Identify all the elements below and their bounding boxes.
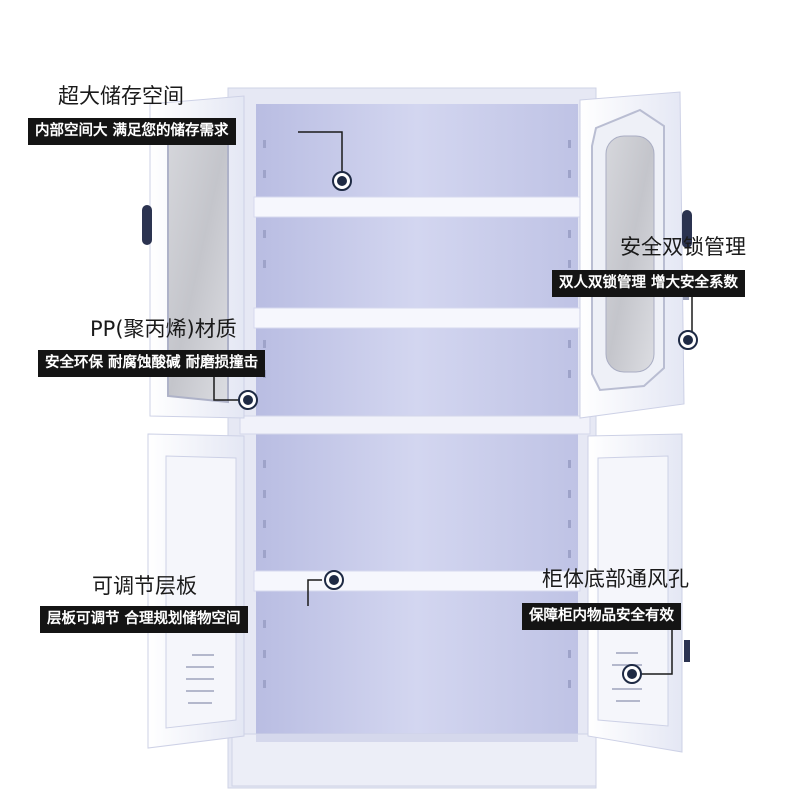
material-subtitle: 安全环保 耐腐蚀酸碱 耐磨损撞击 xyxy=(38,350,266,377)
lock-subtitle: 双人双锁管理 增大安全系数 xyxy=(552,270,746,297)
upper-interior xyxy=(256,104,578,416)
vent-subtitle: 保障柜内物品安全有效 xyxy=(522,603,681,630)
shelf-title: 可调节层板 xyxy=(92,574,197,598)
vent-title: 柜体底部通风孔 xyxy=(542,567,689,591)
shelf xyxy=(253,570,581,592)
material-title: PP(聚丙烯)材质 xyxy=(90,317,237,341)
vent-slots xyxy=(186,654,214,704)
base-shadow xyxy=(256,734,578,742)
shelf-subtitle: 层板可调节 合理规划储物空间 xyxy=(40,606,248,633)
door-handle xyxy=(682,210,692,248)
storage-title: 超大储存空间 xyxy=(58,84,184,108)
upper-left-door xyxy=(142,95,245,419)
shelf xyxy=(253,196,581,218)
lower-right-door xyxy=(587,433,690,753)
upper-right-door xyxy=(579,91,692,419)
shelf-slot-rails xyxy=(263,140,571,688)
middle-divider xyxy=(239,415,591,435)
glass-panel-inner xyxy=(605,135,655,373)
door-lock xyxy=(684,640,690,662)
shelf xyxy=(253,307,581,329)
cabinet-base xyxy=(231,733,597,787)
storage-subtitle: 内部空间大 满足您的储存需求 xyxy=(28,118,236,145)
lock-title: 安全双锁管理 xyxy=(620,235,746,259)
door-handle xyxy=(142,205,152,245)
callout-markers xyxy=(238,171,698,684)
lower-left-door xyxy=(147,433,245,749)
vent-slots xyxy=(612,652,642,702)
